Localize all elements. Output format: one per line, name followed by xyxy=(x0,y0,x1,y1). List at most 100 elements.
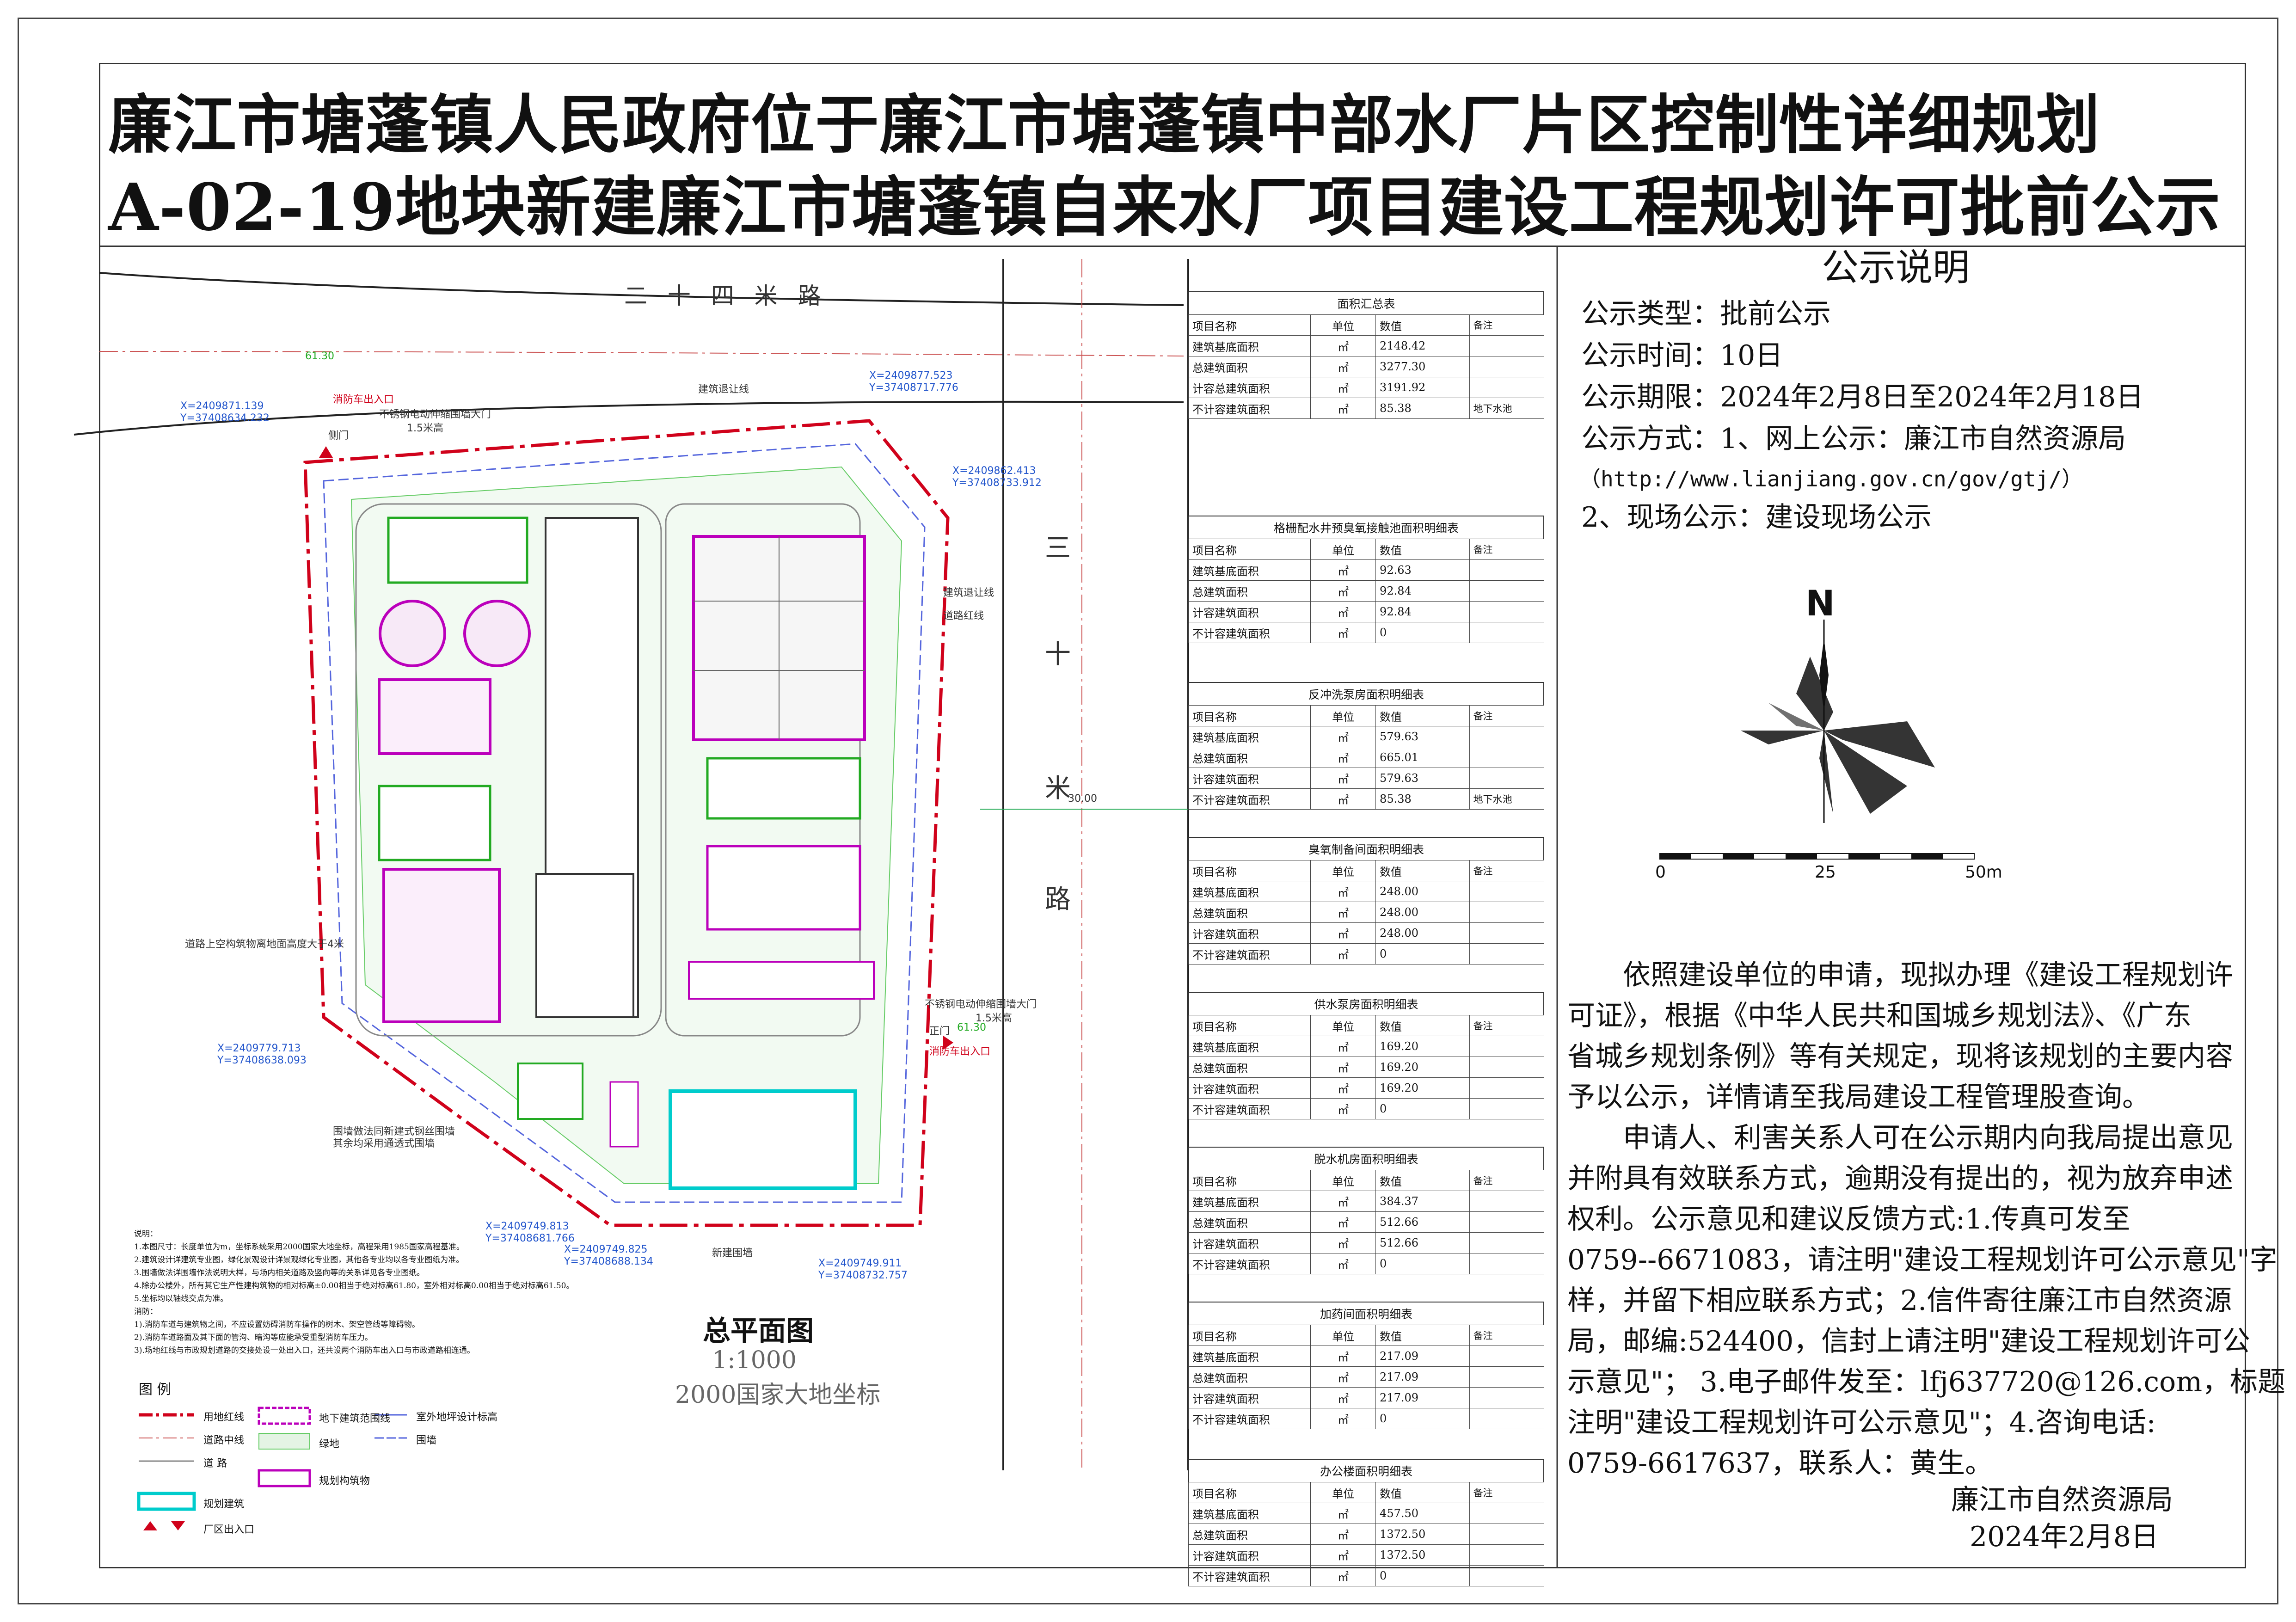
table-cell: ㎡ xyxy=(1310,1565,1376,1586)
table-cell: 248.00 xyxy=(1375,922,1470,944)
table-cell: 总建筑面积 xyxy=(1188,1057,1311,1078)
table-cell: 217.09 xyxy=(1375,1366,1470,1388)
outer-frame xyxy=(18,18,2278,1604)
notice-paragraph-line: 并附具有效联系方式，逾期没有提出的，视为放弃申述 xyxy=(1567,1162,2233,1195)
table-cell: 85.38 xyxy=(1375,788,1470,810)
table-cell: ㎡ xyxy=(1310,768,1376,789)
legend-swatches xyxy=(137,1407,407,1530)
plan-notes: 说明： 1.本图尺寸：长度单位为m，坐标系统采用2000国家大地坐标，高程采用1… xyxy=(134,1228,666,1357)
table-cell: ㎡ xyxy=(1310,1366,1376,1388)
table-cell: 计容建筑面积 xyxy=(1188,768,1311,789)
table-cell xyxy=(1469,1098,1545,1119)
title-band: 廉江市塘蓬镇人民政府位于廉江市塘蓬镇中部水厂片区控制性详细规划 A-02-19地… xyxy=(99,63,2246,247)
notice-url[interactable]: （http://www.lianjiang.gov.cn/gov/gtj/） xyxy=(1579,467,2083,492)
table-cell xyxy=(1469,1211,1545,1233)
table-cell: 0 xyxy=(1375,1408,1470,1429)
table-cell: ㎡ xyxy=(1310,1387,1376,1408)
table-cell: ㎡ xyxy=(1310,902,1376,923)
table-cell: ㎡ xyxy=(1310,622,1376,643)
notice-paragraph-line: 权利。公示意见和建议反馈方式:1.传真可发至 xyxy=(1567,1203,2130,1235)
legend-item: 道路中线 xyxy=(203,1435,245,1446)
table-cell: 项目名称 xyxy=(1188,860,1311,881)
legend-item: 用地红线 xyxy=(203,1412,245,1423)
legend-item: 厂区出入口 xyxy=(203,1524,255,1536)
legend-item: 规划建筑 xyxy=(203,1499,245,1510)
table-cell xyxy=(1469,377,1545,398)
table-cell: 总建筑面积 xyxy=(1188,1211,1311,1233)
plan-scale: 1:1000 xyxy=(712,1346,797,1374)
table-cell xyxy=(1469,622,1545,643)
table-cell: 建筑基底面积 xyxy=(1188,1346,1311,1367)
notice-period: 公示期限：2024年2月8日至2024年2月18日 xyxy=(1581,381,2144,413)
table-cell: 1372.50 xyxy=(1375,1524,1470,1545)
arrow-main-entry xyxy=(943,1036,953,1050)
table-cell: 项目名称 xyxy=(1188,1015,1311,1036)
table-cell: 备注 xyxy=(1469,1015,1545,1036)
table-cell: ㎡ xyxy=(1310,1098,1376,1119)
table-cell: 建筑基底面积 xyxy=(1188,559,1311,581)
building-backwash-pump xyxy=(382,868,501,1023)
table-cell: 备注 xyxy=(1469,1325,1545,1346)
table-header-row: 项目名称单位数值备注 xyxy=(1188,1325,1545,1346)
table-cell xyxy=(1469,580,1545,602)
table-cell: 地下水池 xyxy=(1469,788,1545,810)
table-cell: 项目名称 xyxy=(1188,1170,1311,1191)
table-cell: 建筑基底面积 xyxy=(1188,1503,1311,1524)
building-small xyxy=(609,1081,639,1148)
table-cell: 单位 xyxy=(1310,1482,1376,1503)
table-cell: ㎡ xyxy=(1310,881,1376,902)
table-cell: ㎡ xyxy=(1310,580,1376,602)
plan-coordinate-system: 2000国家大地坐标 xyxy=(675,1381,881,1409)
building-dosing-room xyxy=(378,785,491,861)
table-cell xyxy=(1469,1346,1545,1367)
table-cell: 备注 xyxy=(1469,314,1545,336)
table-cell: 不计容建筑面积 xyxy=(1188,398,1311,419)
table-cell: 数值 xyxy=(1375,1015,1470,1036)
table-cell: 项目名称 xyxy=(1188,1482,1311,1503)
table-cell: ㎡ xyxy=(1310,398,1376,419)
table-cell: 单位 xyxy=(1310,1170,1376,1191)
signer: 廉江市自然资源局 xyxy=(1951,1484,2173,1516)
table-cell: 总建筑面积 xyxy=(1188,747,1311,768)
table-cell: 0 xyxy=(1375,1253,1470,1274)
building-line-label: 建筑退让线 xyxy=(698,384,749,395)
scale-bar xyxy=(1659,853,1975,860)
fire-entry-right-label: 消防车出入口 xyxy=(929,1046,991,1057)
table-cell: 总建筑面积 xyxy=(1188,1524,1311,1545)
notice-paragraph-line: 申请人、利害关系人可在公示期内向我局提出意见 xyxy=(1567,1122,2233,1154)
elevation-top: 61.30 xyxy=(305,350,334,362)
table-cell xyxy=(1469,1036,1545,1057)
table-cell: 总建筑面积 xyxy=(1188,902,1311,923)
table-header-row: 项目名称单位数值备注 xyxy=(1188,860,1545,881)
site-boundary xyxy=(303,419,950,1227)
table-cell: 计容建筑面积 xyxy=(1188,1232,1311,1253)
table-cell: 数值 xyxy=(1375,1482,1470,1503)
table-cell: 项目名称 xyxy=(1188,1325,1311,1346)
area-table-caption: 供水泵房面积明细表 xyxy=(1188,992,1544,1015)
table-cell: 92.63 xyxy=(1375,559,1470,581)
table-cell: ㎡ xyxy=(1310,377,1376,398)
table-cell: 457.50 xyxy=(1375,1503,1470,1524)
table-cell: 计容建筑面积 xyxy=(1188,1077,1311,1099)
table-cell: 计容总建筑面积 xyxy=(1188,377,1311,398)
side-gate-label: 侧门 xyxy=(328,430,349,442)
internal-road-loop-west xyxy=(355,503,662,1037)
table-cell: 0 xyxy=(1375,622,1470,643)
legend-item: 围墙 xyxy=(416,1435,437,1446)
table-cell xyxy=(1469,1077,1545,1099)
table-cell: 92.84 xyxy=(1375,601,1470,622)
table-cell: 不计容建筑面积 xyxy=(1188,943,1311,965)
table-cell: 不计容建筑面积 xyxy=(1188,1098,1311,1119)
table-cell: 2148.42 xyxy=(1375,335,1470,356)
